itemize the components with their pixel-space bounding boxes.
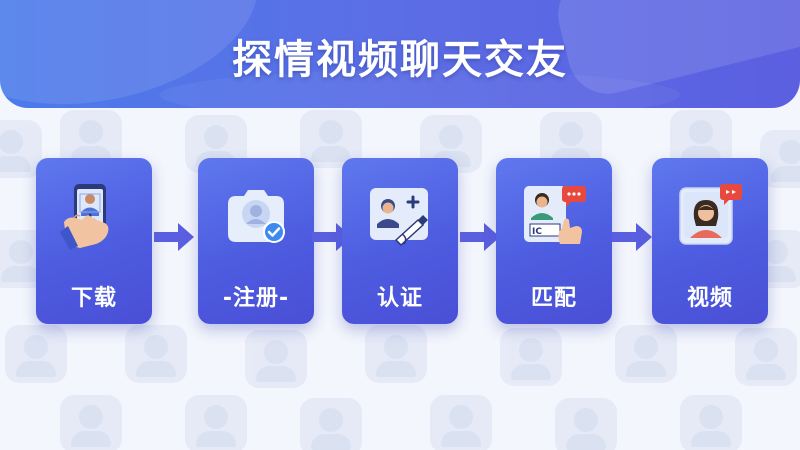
step-match[interactable]: IC 匹配 [496, 158, 612, 324]
step-label: 认证 [376, 286, 423, 311]
svg-text:IC: IC [532, 227, 542, 237]
step-verify[interactable]: 认证 [342, 158, 458, 324]
step-label: 下载 [70, 286, 117, 311]
video-call-icon [679, 184, 742, 245]
step-download[interactable]: 下载 [36, 158, 152, 324]
arrow-right-icon [612, 223, 652, 251]
id-card-verify-icon [370, 188, 428, 247]
profile-match-chat-icon: IC [524, 186, 586, 244]
header-banner: 探情视频聊天交友 [0, 0, 800, 108]
user-register-check-icon [228, 190, 285, 243]
step-label: -注册- [222, 286, 290, 311]
page-title: 探情视频聊天交友 [232, 37, 568, 83]
phone-download-icon [60, 184, 109, 250]
step-video[interactable]: 视频 [652, 158, 768, 324]
step-register[interactable]: -注册- [198, 158, 314, 324]
arrow-right-icon [154, 223, 194, 251]
step-label: 匹配 [530, 286, 577, 311]
arrow-right-icon [460, 223, 500, 251]
step-label: 视频 [686, 286, 733, 311]
